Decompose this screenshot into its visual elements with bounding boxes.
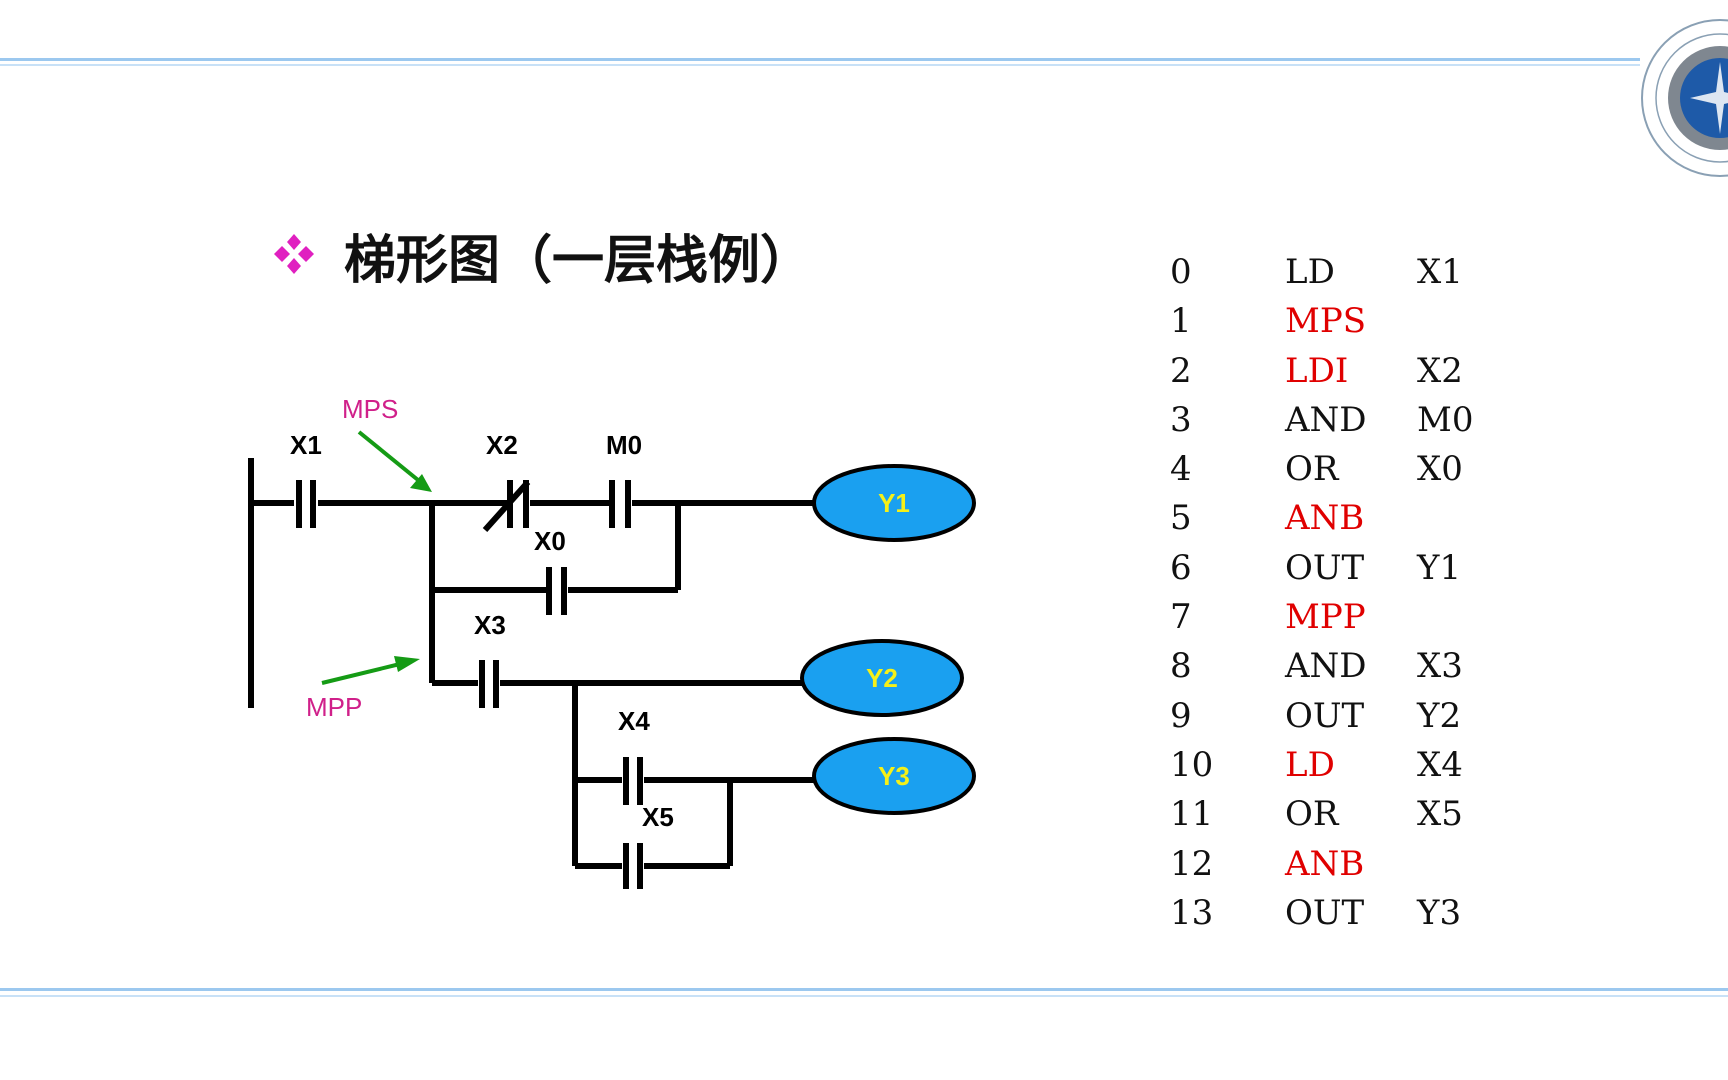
coil-y2-label: Y2 [866, 663, 898, 693]
label-x1: X1 [290, 430, 322, 460]
instruction-arg: X2 [1417, 350, 1463, 391]
instruction-op: OUT [1285, 695, 1365, 736]
instruction-op: ANB [1285, 843, 1365, 884]
mps-arrow-icon [357, 430, 432, 492]
contact-x0 [546, 567, 567, 615]
instruction-step: 9 [1170, 695, 1192, 736]
instruction-arg: X5 [1417, 794, 1463, 835]
mpp-arrow-icon [321, 656, 420, 685]
coil-y2: Y2 [800, 639, 964, 717]
label-x4: X4 [618, 706, 650, 736]
instruction-op: LD [1285, 252, 1335, 292]
top-divider [0, 58, 1640, 61]
instruction-arg: Y2 [1417, 695, 1462, 736]
instruction-step: 6 [1170, 547, 1192, 588]
bottom-divider-thin [0, 995, 1728, 997]
bottom-divider [0, 988, 1728, 991]
ladder-diagram: X1 X2 M0 X0 X3 X4 X5 Y1 Y2 Y3 MPS MPP [248, 394, 976, 889]
instruction-op: OR [1285, 794, 1339, 835]
instruction-op: LD [1285, 744, 1335, 785]
instruction-op: MPS [1285, 301, 1366, 342]
instruction-op: LDI [1285, 350, 1349, 391]
label-m0: M0 [606, 430, 642, 460]
contact-x2-nc [482, 479, 531, 533]
university-seal-logo [1641, 19, 1728, 177]
instruction-step: 1 [1170, 301, 1192, 342]
instruction-op: MPP [1285, 597, 1366, 638]
annotation-mps: MPS [342, 394, 398, 424]
slide-title: 梯形图（一层栈例） [344, 231, 813, 291]
coil-y1: Y1 [812, 464, 976, 542]
coil-y1-label: Y1 [878, 488, 910, 518]
instruction-arg: Y3 [1417, 892, 1462, 933]
instruction-step: 12 [1170, 843, 1214, 884]
diamond-bullet-icon [274, 234, 314, 274]
instruction-step: 11 [1170, 794, 1214, 835]
instruction-arg: X3 [1417, 646, 1463, 687]
contact-x5 [623, 843, 643, 889]
instruction-step: 5 [1170, 498, 1192, 539]
contact-x4 [623, 757, 643, 805]
instruction-op: OR [1285, 449, 1339, 490]
contact-x1 [296, 480, 316, 528]
label-x5: X5 [642, 802, 674, 832]
instruction-step: 0 [1170, 252, 1192, 292]
annotation-mpp: MPP [306, 692, 362, 722]
instruction-arg: X4 [1417, 744, 1463, 785]
label-x0: X0 [534, 526, 566, 556]
instruction-step: 2 [1170, 350, 1192, 391]
instruction-op: AND [1285, 646, 1367, 687]
instruction-arg: M0 [1417, 399, 1474, 440]
top-divider-thin [0, 64, 1640, 66]
instruction-arg: Y1 [1417, 547, 1462, 588]
contact-x3 [479, 660, 499, 708]
instruction-arg: X1 [1417, 252, 1463, 292]
label-x3: X3 [474, 610, 506, 640]
instruction-op: OUT [1285, 547, 1365, 588]
contact-m0 [609, 480, 631, 528]
instruction-op: AND [1285, 399, 1367, 440]
instruction-step: 4 [1170, 449, 1192, 490]
label-x2: X2 [486, 430, 518, 460]
instruction-op: ANB [1285, 498, 1365, 539]
instruction-step: 8 [1170, 646, 1192, 687]
instruction-step: 3 [1170, 399, 1192, 440]
instruction-arg: X0 [1417, 449, 1463, 490]
instruction-step: 7 [1170, 597, 1192, 638]
instruction-step: 10 [1170, 744, 1214, 785]
coil-y3-label: Y3 [878, 761, 910, 791]
instruction-op: OUT [1285, 892, 1365, 933]
instruction-step: 13 [1170, 892, 1214, 933]
coil-y3: Y3 [812, 737, 976, 815]
